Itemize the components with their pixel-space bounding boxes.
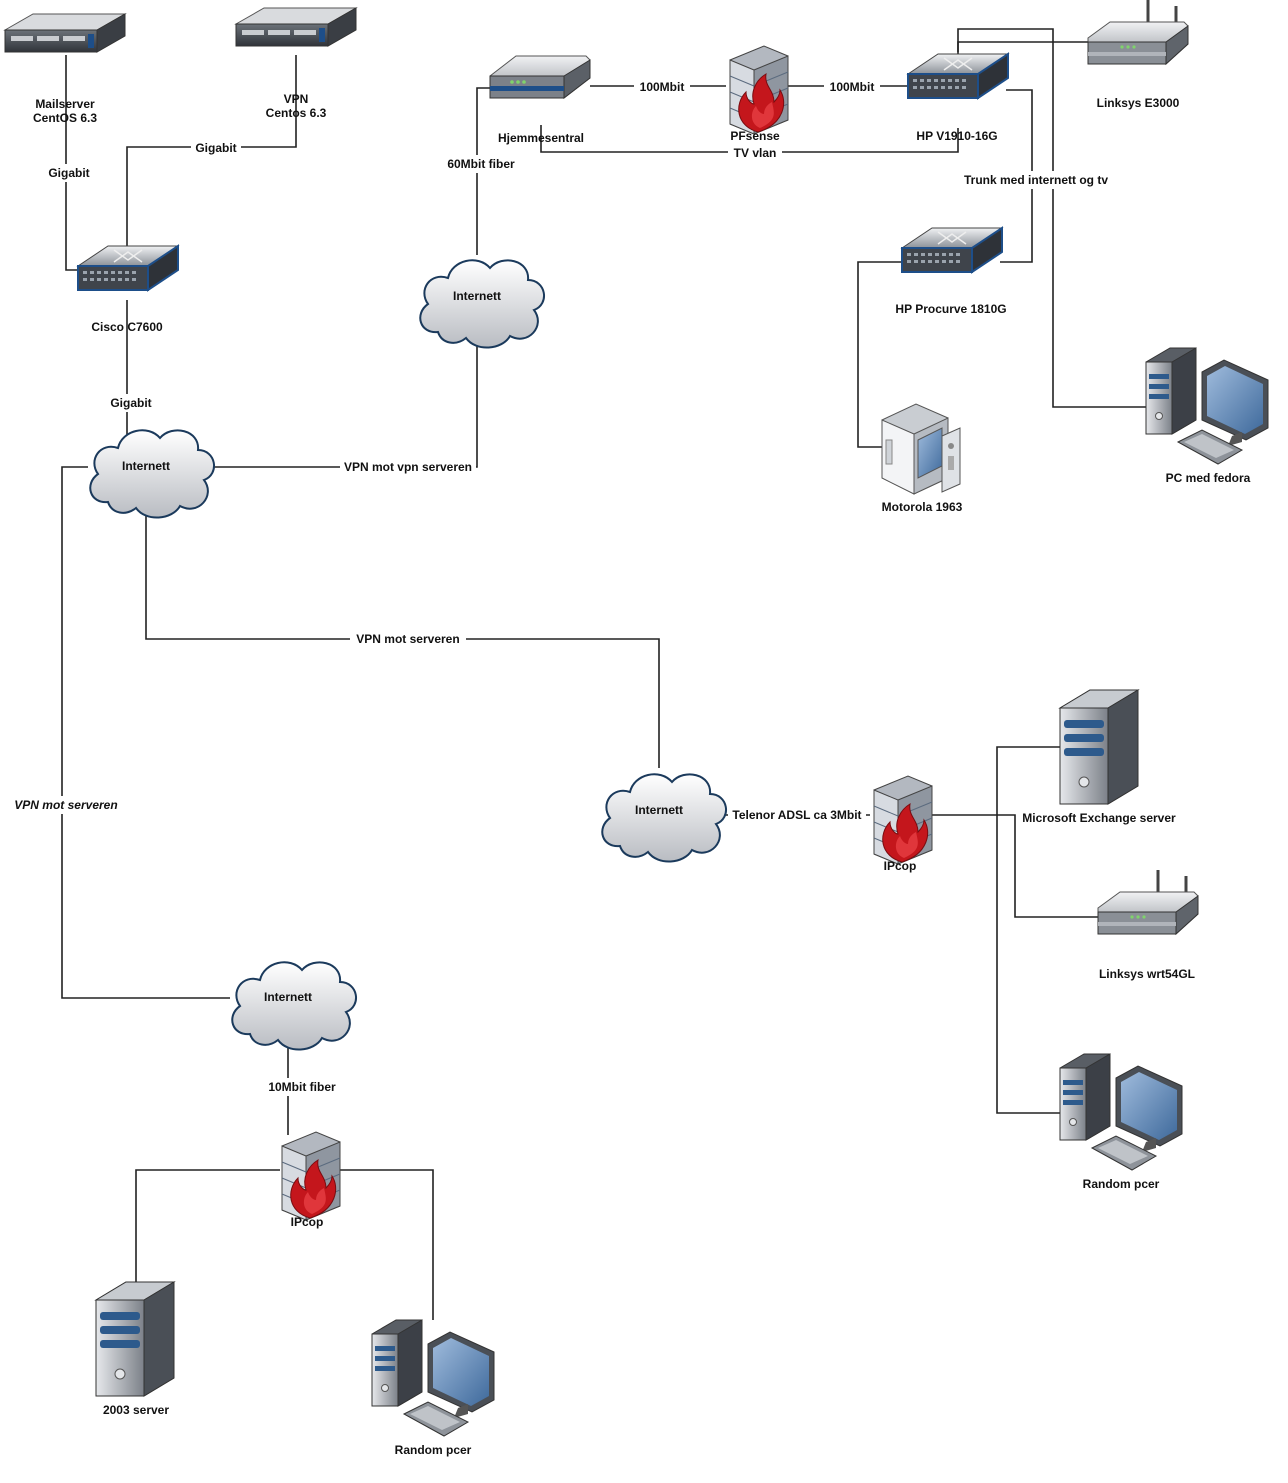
set-top-box-icon[interactable] — [881, 403, 961, 495]
node-label-pfsense: PFsense — [730, 129, 780, 143]
link-label-trunk: Trunk med internett og tv — [964, 173, 1108, 187]
wire-mailserver-cisco — [65, 55, 80, 271]
tower-server-icon[interactable] — [95, 1281, 175, 1397]
link-label-vpn-vpnserver: VPN mot vpn serveren — [344, 460, 472, 474]
wire-ipcop-linksys — [930, 814, 1100, 918]
node-label-motorola: Motorola 1963 — [882, 500, 963, 514]
wire-ipcop-randompc — [996, 815, 1062, 1114]
node-label-2003-server: 2003 server — [103, 1403, 169, 1417]
link-label-100mbit-right: 100Mbit — [830, 80, 875, 94]
wireless-router-icon[interactable] — [1096, 868, 1200, 936]
connection-lines — [61, 28, 1148, 1320]
link-label-vpn-serveren-left: VPN mot serveren — [14, 798, 117, 812]
node-label-linksys-wrt: Linksys wrt54GL — [1099, 967, 1195, 981]
wire-ipcop-2003 — [135, 1169, 280, 1282]
link-labels: Gigabit Gigabit Gigabit 60Mbit fiber 100… — [10, 78, 1112, 1096]
wire-procurve-motorola — [857, 261, 904, 448]
node-label-exchange: Microsoft Exchange server — [1022, 811, 1176, 825]
wire-ipcop-exchange — [996, 746, 1062, 815]
link-label-10mbit: 10Mbit fiber — [268, 1080, 336, 1094]
rack-server-icon[interactable] — [235, 7, 357, 47]
node-label-mailserver-os: CentOS 6.3 — [33, 111, 97, 125]
workstation-icon[interactable] — [1059, 1053, 1183, 1171]
workstation-icon[interactable] — [371, 1319, 495, 1437]
rack-server-icon[interactable] — [4, 13, 126, 53]
link-label-mail-cisco: Gigabit — [48, 166, 89, 180]
node-labels: Mailserver CentOS 6.3 VPN Centos 6.3 Cis… — [33, 92, 1251, 1457]
firewall-icon[interactable] — [281, 1131, 341, 1221]
cloud-icon[interactable] — [419, 259, 546, 349]
wireless-router-icon[interactable] — [1086, 0, 1190, 66]
node-label-linksys-e3000: Linksys E3000 — [1097, 96, 1180, 110]
node-label-hp-v1910: HP V1910-16G — [916, 129, 997, 143]
firewall-icon[interactable] — [729, 45, 789, 135]
switch-icon[interactable] — [901, 227, 1003, 273]
node-label-mailserver: Mailserver — [35, 97, 95, 111]
link-label-adsl: Telenor ADSL ca 3Mbit — [732, 808, 861, 822]
workstation-icon[interactable] — [1145, 347, 1269, 465]
wire-vpn-vpnserver — [204, 340, 478, 468]
firewall-icon[interactable] — [873, 775, 933, 865]
router-icon[interactable] — [489, 55, 591, 99]
cloud-icon[interactable] — [231, 961, 358, 1051]
node-label-random-pc-bottom: Random pcer — [395, 1443, 472, 1457]
node-label-random-pc-right: Random pcer — [1083, 1177, 1160, 1191]
tower-server-icon[interactable] — [1059, 689, 1139, 805]
node-label-vpn: VPN — [284, 92, 309, 106]
link-label-100mbit-left: 100Mbit — [640, 80, 685, 94]
switch-icon[interactable] — [907, 53, 1009, 99]
wire-hp-pcfedora — [957, 28, 1148, 408]
node-label-cloud-topleft: Internett — [122, 459, 170, 473]
node-label-ipcop-right: IPcop — [884, 859, 917, 873]
link-label-cisco-cloud: Gigabit — [110, 396, 151, 410]
wire-internet-hjemmesentral — [476, 87, 492, 255]
cloud-icon[interactable] — [89, 429, 216, 519]
node-label-cloud-home: Internett — [453, 289, 501, 303]
node-label-ipcop-bottom: IPcop — [291, 1215, 324, 1229]
node-label-cloud-bottom: Internett — [264, 990, 312, 1004]
wire-ipcop-randompc-bottom — [338, 1169, 434, 1320]
cloud-icon[interactable] — [601, 773, 728, 863]
node-label-cisco: Cisco C7600 — [91, 320, 163, 334]
switch-icon[interactable] — [77, 245, 179, 291]
node-label-hp-procurve: HP Procurve 1810G — [895, 302, 1006, 316]
node-label-vpn-os: Centos 6.3 — [266, 106, 327, 120]
link-label-vpn-serveren: VPN mot serveren — [356, 632, 459, 646]
node-label-cloud-mid: Internett — [635, 803, 683, 817]
link-label-tv-vlan: TV vlan — [734, 146, 777, 160]
link-label-60mbit: 60Mbit fiber — [447, 157, 515, 171]
link-label-vpn-cisco: Gigabit — [195, 141, 236, 155]
wire-vpn-serveren-left — [61, 466, 230, 999]
node-label-hjemmesentral: Hjemmesentral — [498, 131, 584, 145]
node-label-pc-fedora: PC med fedora — [1166, 471, 1251, 485]
